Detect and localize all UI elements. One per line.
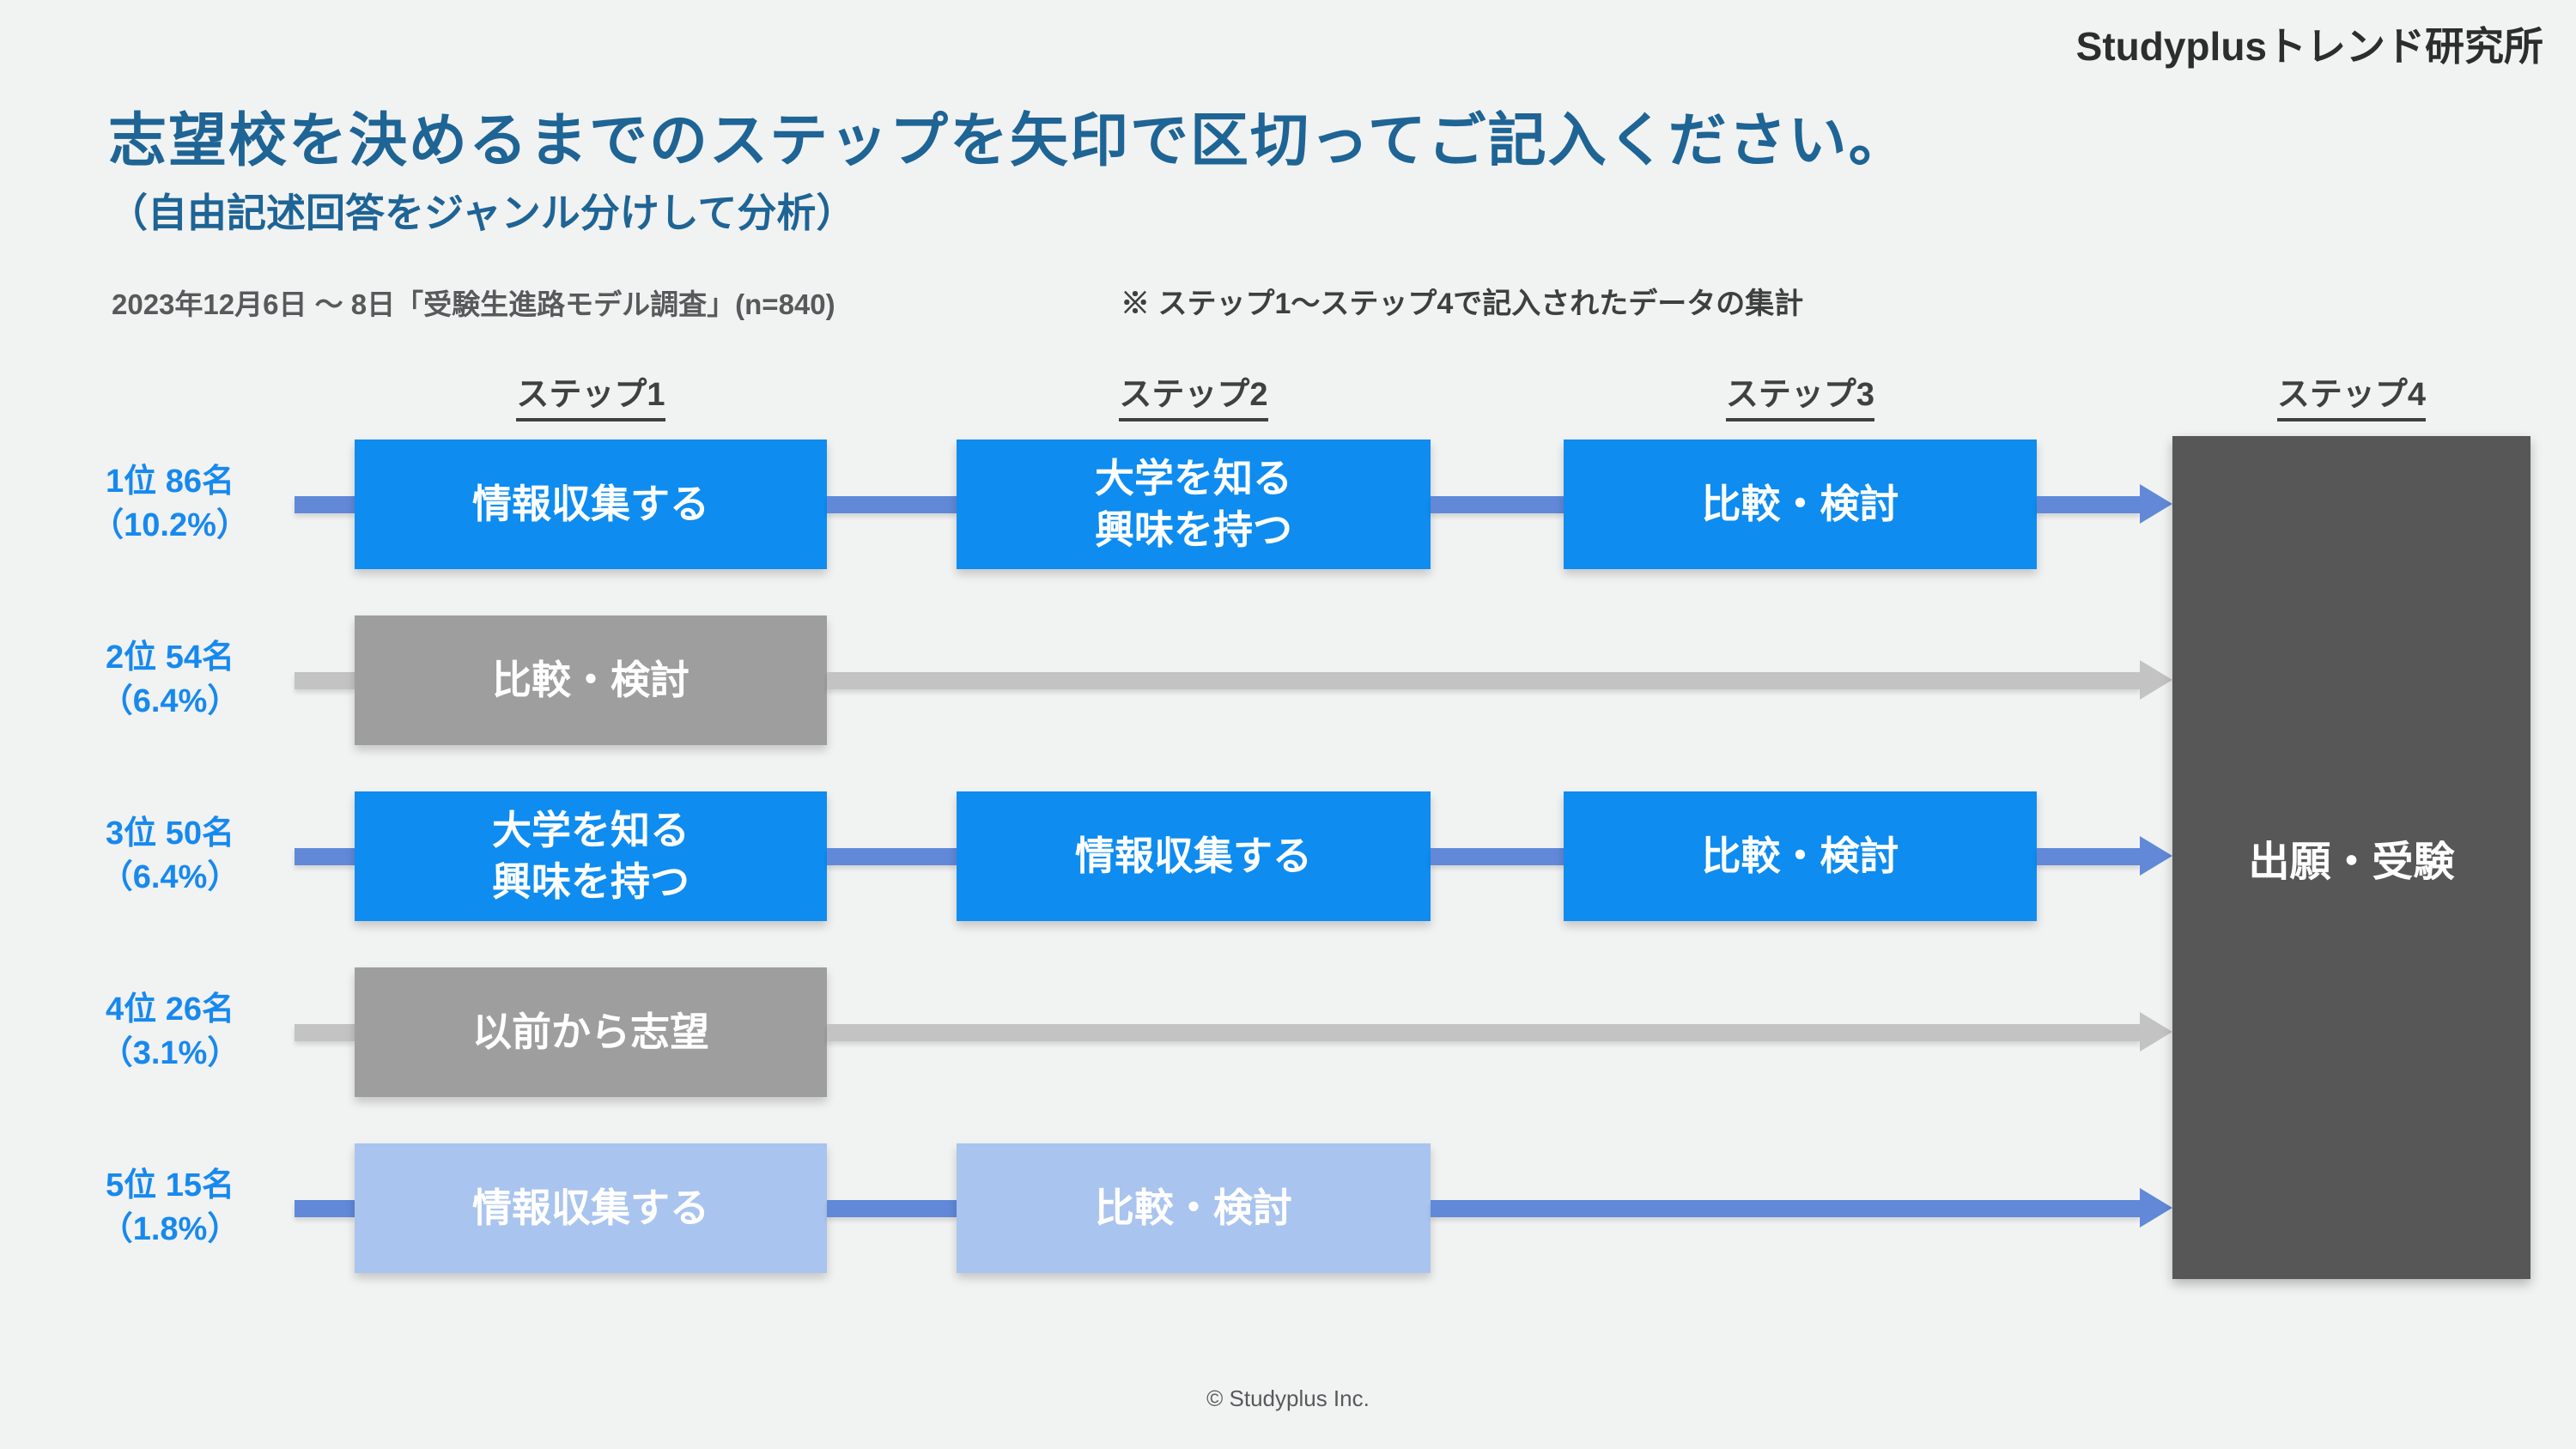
row5-long-connector [1431, 1200, 2140, 1217]
rank-label-5: 5位 15名 （1.8%） [50, 1164, 290, 1252]
row4-step1-label: 以前から志望 [472, 1009, 709, 1054]
column-header-step4-label: ステップ4 [2276, 367, 2427, 421]
rank-label-4-rank: 4位 26名 [106, 991, 234, 1028]
column-header-step3: ステップ3 [1564, 367, 2037, 421]
row1-step1-label: 情報収集する [472, 481, 709, 526]
rank-label-3: 3位 50名 （6.4%） [50, 812, 290, 900]
column-header-step2-label: ステップ2 [1119, 367, 1268, 421]
column-header-step2: ステップ2 [957, 367, 1431, 421]
row1-step2-label: 大学を知る 興味を持つ [1095, 455, 1292, 552]
studyplus-logo: Studyplusトレンド研究所 [2075, 24, 2543, 69]
row1-step1-box: 情報収集する [355, 440, 827, 569]
aggregation-note: ※ ステップ1〜ステップ4で記入されたデータの集計 [1121, 288, 1804, 320]
row5-step1-box: 情報収集する [355, 1143, 827, 1273]
rank-label-1: 1位 86名 （10.2%） [50, 460, 290, 549]
column-header-step1-label: ステップ1 [516, 367, 665, 421]
row4-stub-connector [295, 1024, 355, 1041]
column-header-step4: ステップ4 [2172, 367, 2530, 421]
row5-step2-label: 比較・検討 [1095, 1185, 1292, 1230]
rank-label-5-percent: （1.8%） [100, 1211, 240, 1248]
rank-label-3-percent: （6.4%） [100, 859, 240, 896]
row3-stub-connector [295, 848, 355, 865]
row1-step2-box: 大学を知る 興味を持つ [957, 440, 1431, 569]
row3-step2-box: 情報収集する [957, 791, 1431, 921]
row2-step1-box: 比較・検討 [355, 615, 827, 745]
row1-step3-box: 比較・検討 [1564, 440, 2037, 569]
row5-connector-1-2 [827, 1200, 957, 1217]
column-header-step3-label: ステップ3 [1725, 367, 1875, 421]
row1-connector-1-2 [827, 496, 957, 513]
rank-label-4: 4位 26名 （3.1%） [50, 988, 290, 1076]
row3-step3-box: 比較・検討 [1564, 791, 2037, 921]
row5-stub-connector [295, 1200, 355, 1217]
final-step-box: 出願・受験 [2172, 436, 2530, 1279]
column-header-step1: ステップ1 [355, 367, 827, 421]
row1-stub-connector [295, 496, 355, 513]
row2-step1-label: 比較・検討 [492, 657, 690, 702]
rank-label-2-percent: （6.4%） [100, 683, 240, 720]
rank-label-4-percent: （3.1%） [100, 1035, 240, 1072]
row2-arrowhead-icon [2140, 660, 2172, 700]
row5-arrowhead-icon [2140, 1188, 2172, 1228]
row3-connector-3-4 [2037, 848, 2140, 865]
rank-label-5-rank: 5位 15名 [106, 1167, 234, 1203]
row3-connector-2-3 [1431, 848, 1564, 865]
row4-arrowhead-icon [2140, 1012, 2172, 1052]
row2-stub-connector [295, 672, 355, 689]
row5-step2-box: 比較・検討 [957, 1143, 1431, 1273]
row3-step3-label: 比較・検討 [1701, 833, 1899, 878]
page-subtitle: （自由記述回答をジャンル分けして分析） [108, 191, 856, 235]
rank-label-2-rank: 2位 54名 [106, 640, 234, 676]
rank-label-2: 2位 54名 （6.4%） [50, 636, 290, 724]
row4-long-connector [827, 1024, 2140, 1041]
row2-long-connector [827, 672, 2140, 689]
final-step-label: 出願・受験 [2248, 840, 2455, 885]
row1-connector-3-4 [2037, 496, 2140, 513]
row3-step1-label: 大学を知る 興味を持つ [492, 807, 690, 904]
rank-label-1-percent: （10.2%） [91, 507, 249, 544]
copyright-footer: © Studyplus Inc. [1206, 1385, 1370, 1411]
row3-step1-box: 大学を知る 興味を持つ [355, 791, 827, 921]
row3-connector-1-2 [827, 848, 957, 865]
row1-arrowhead-icon [2140, 484, 2172, 524]
page-title: 志望校を決めるまでのステップを矢印で区切ってご記入ください。 [108, 108, 1909, 173]
rank-label-3-rank: 3位 50名 [106, 815, 234, 852]
survey-info: 2023年12月6日 〜 8日「受験生進路モデル調査」(n=840) [112, 288, 835, 320]
row5-step1-label: 情報収集する [472, 1185, 709, 1230]
row1-connector-2-3 [1431, 496, 1564, 513]
rank-label-1-rank: 1位 86名 [106, 464, 234, 500]
row4-step1-box: 以前から志望 [355, 967, 827, 1097]
row3-step2-label: 情報収集する [1075, 833, 1312, 878]
row3-arrowhead-icon [2140, 836, 2172, 876]
row1-step3-label: 比較・検討 [1701, 481, 1899, 526]
